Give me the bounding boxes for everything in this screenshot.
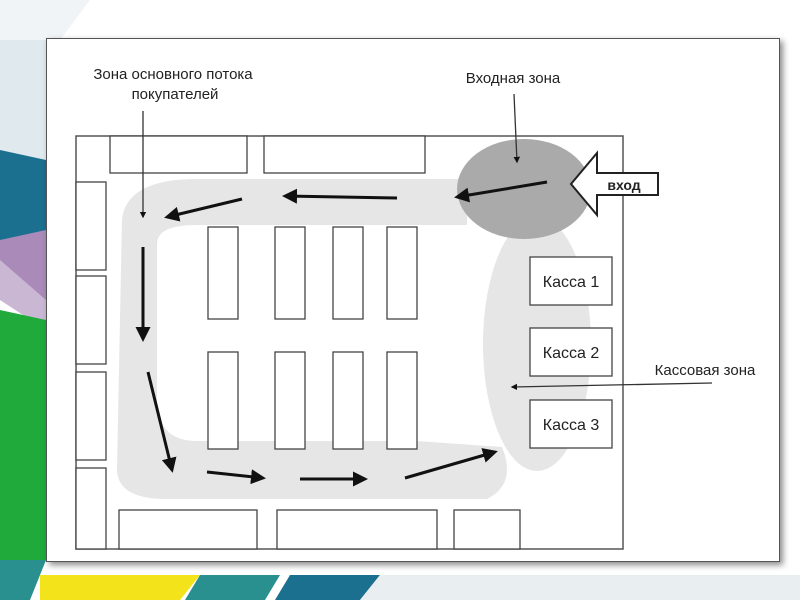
- purple-light-shard: [0, 260, 46, 330]
- gondola-shelf-1: [207, 226, 239, 320]
- yellow-stripe: [40, 575, 200, 600]
- register-3-box: [529, 399, 613, 449]
- gondola-shelf-5: [207, 351, 239, 450]
- entrance-zone-label: Входная зона: [466, 70, 561, 87]
- register-2-box: [529, 327, 613, 377]
- wall-shelf-bottom-3: [453, 509, 521, 550]
- top-left-shard: [0, 0, 90, 40]
- flow-arrow-3: [164, 197, 243, 222]
- entrance-zone-shape: [457, 139, 591, 239]
- flow-arrow-5: [146, 371, 177, 473]
- wall-shelf-left-1: [75, 181, 107, 271]
- gondola-shelf-3: [332, 226, 364, 320]
- wall-shelf-left-3: [75, 371, 107, 461]
- flow-arrow-1: [454, 180, 548, 203]
- flow-zone-label-line1: Зона основного потока: [93, 66, 253, 83]
- register-3-label: Касса 3: [543, 417, 600, 434]
- flow-arrow-2: [282, 188, 398, 204]
- customer-flow-zone: [117, 179, 507, 499]
- blue-shard: [0, 150, 46, 250]
- entrance-zone-pointer: [513, 93, 521, 164]
- wall-shelf-top-1: [109, 135, 248, 174]
- checkout-zone-pointer: [510, 382, 713, 391]
- flow-arrow-8: [404, 448, 498, 480]
- flow-arrows: [135, 180, 548, 487]
- entrance-label: вход: [607, 177, 640, 193]
- flow-zone-label-line2: покупателей: [132, 86, 219, 103]
- gondola-shelf-8: [386, 351, 418, 450]
- gondola-shelf-4: [386, 226, 418, 320]
- gondola-shelf-2: [274, 226, 306, 320]
- register-1-box: [529, 256, 613, 306]
- green-shard: [0, 310, 46, 560]
- flow-arrow-6: [206, 469, 266, 485]
- entrance-arrow-icon: [569, 150, 659, 218]
- wall-shelf-left-4: [75, 467, 107, 550]
- checkout-zone-label: Кассовая зона: [655, 362, 756, 379]
- teal-stripe: [185, 575, 280, 600]
- wall-shelf-top-2: [263, 135, 426, 174]
- grey-stripe: [360, 575, 800, 600]
- wall-shelf-bottom-1: [118, 509, 258, 550]
- wall-shelf-bottom-2: [276, 509, 438, 550]
- teal-shard: [0, 560, 46, 600]
- gondola-shelf-7: [332, 351, 364, 450]
- blue-stripe: [275, 575, 380, 600]
- callout-pointers: [139, 93, 713, 391]
- store-layout-diagram: Касса 1 Касса 2 Касса 3 вход Зона основн…: [75, 66, 756, 550]
- register-2-label: Касса 2: [543, 345, 600, 362]
- wall-shelf-left-2: [75, 275, 107, 365]
- diagram-card: Касса 1 Касса 2 Касса 3 вход Зона основн…: [46, 38, 780, 562]
- gondola-shelf-6: [274, 351, 306, 450]
- register-1-label: Касса 1: [543, 274, 600, 291]
